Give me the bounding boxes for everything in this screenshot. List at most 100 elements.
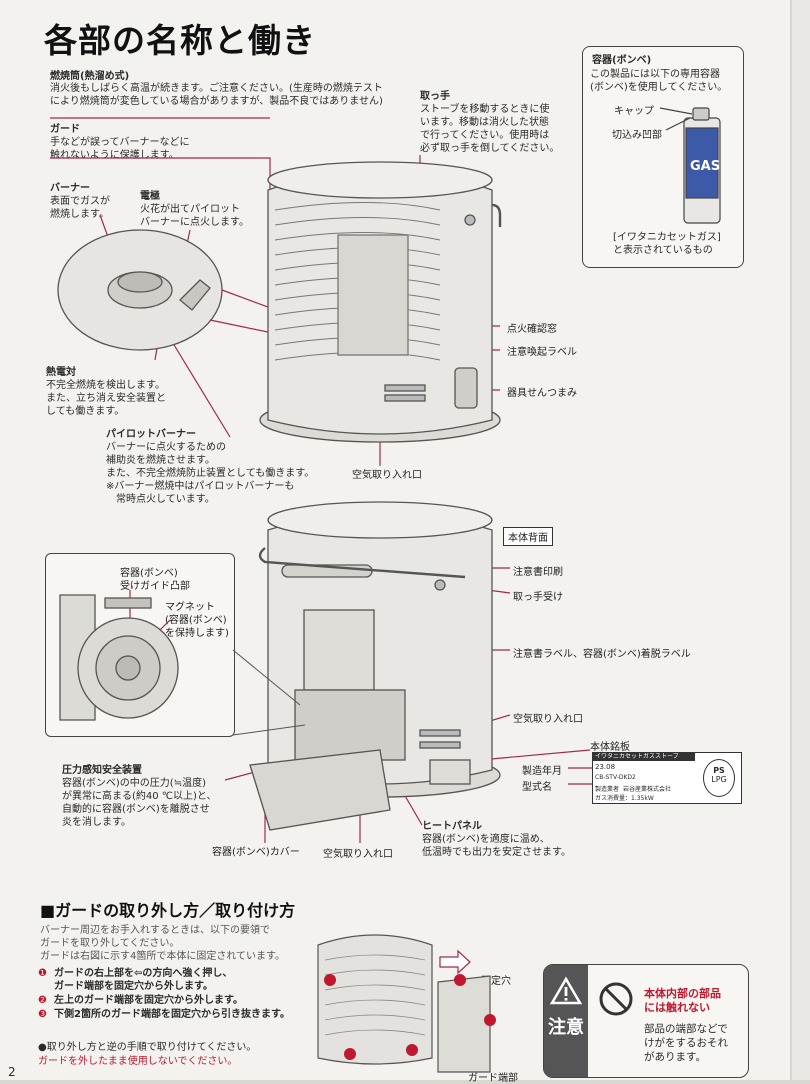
air-intake-back-label: 空気取り入れ口 [513,714,583,725]
container-footer: [イワタニカセットガス] [613,232,721,243]
warning-triangle-icon [549,976,583,1005]
electrode-text: バーナーに点火します。 [140,217,249,228]
back-view-badge: 本体背面 [503,527,553,546]
magnet-label-1: マグネット [165,602,215,613]
lpg-mark-text: LPG [711,775,727,784]
guard-intro: ガードは右図に示す4箇所で本体に固定されています。 [40,951,286,962]
step-num-3: ❸ [38,1009,47,1020]
caution-label: 注意 [548,1017,584,1038]
magnet-label-2: (容器(ボンベ) [165,615,227,626]
guard-heading: ガード [50,124,80,135]
handle-text: で行ってください。使用時は [420,130,550,141]
step-text-1b: ガード端部を固定穴から外します。 [54,981,213,992]
air-intake-front-label: 空気取り入れ口 [352,470,422,481]
guard-text: 手などが誤ってバーナーなどに [50,137,190,148]
burner-text: 表面でガスが [50,196,110,207]
burner-text: 燃焼します。 [50,209,109,220]
guard-section-title: ■ガードの取り外し方／取り付け方 [40,901,296,920]
container-info-box [582,46,744,268]
combustion-cylinder-text: 消火後もしばらく高温が続きます。ご注意ください。(生産時の燃焼テスト [50,83,383,94]
heat-panel-heading: ヒートパネル [422,821,482,832]
manufacture-label: 製造年月 [522,766,562,777]
step-num-2: ❷ [38,995,47,1006]
pilot-burner-heading: パイロットバーナー [106,429,196,440]
fixing-hole-label: 固定穴 [481,976,511,987]
handle-text: ストーブを移動するときに使 [420,104,550,115]
pressure-safety-text: が異常に高まる(約40 ℃以上)と、 [62,791,217,802]
pressure-safety-text: 容器(ボンベ)の中の圧力(≒温度) [62,778,206,789]
pilot-burner-text: また、不完全燃焼防止装置としても働きます。 [106,468,315,479]
front-heater-drawing [259,161,502,443]
container-heading: 容器(ボンベ) [592,55,652,66]
nameplate-label: 本体銘板 [590,742,630,753]
pressure-safety-text: 自動的に容器(ボンベ)を離脱させ [62,804,210,815]
pilot-burner-text: 常時点火しています。 [106,494,215,505]
notch-label: 切込み凹部 [612,130,662,141]
model-label: 型式名 [522,782,552,793]
caution-side: 注意 [544,965,588,1077]
heat-panel-text: 低温時でも出力を安定させます。 [422,847,571,858]
ps-mark-text: PS [713,766,725,775]
thermocouple-text: また、立ち消え安全装置と [46,393,166,404]
caution-text: 部品の端部などで [644,1023,728,1035]
ps-lpg-mark: PS LPG [703,759,735,797]
container-cover-label: 容器(ボンベ)カバー [212,847,300,858]
guard-removal-drawing [317,934,491,1073]
guard-text: 触れないように保護します。 [50,150,179,161]
nameplate-consumption: ガス消費量：1.35kW [595,795,654,802]
prohibited-icon [599,982,633,1016]
electrode-text: 火花が出てパイロット [140,204,240,215]
nameplate-date: 23.08 [595,763,616,771]
step-num-1: ❶ [38,968,47,979]
handle-holder-label: 取っ手受け [513,592,563,603]
air-intake-bottom-label: 空気取り入れ口 [323,849,393,860]
guard-intro: ガードを取り外してください。 [40,938,180,949]
ignition-window-label: 点火確認窓 [507,324,557,335]
container-text: (ボンベ)を使用してください。 [590,82,728,93]
pilot-burner-text: バーナーに点火するための [106,442,226,453]
pressure-safety-text: 炎を消します。 [62,817,131,828]
step-text-2: 左上のガード端部を固定穴から外します。 [54,995,243,1006]
step-text-3: 下側2箇所のガード端部を固定穴から引き抜きます。 [54,1009,290,1020]
container-footer: と表示されているもの [613,245,713,256]
pressure-safety-heading: 圧力感知安全装置 [62,765,142,776]
pilot-burner-text: ※バーナー燃焼中はパイロットバーナーも [106,481,295,492]
caution-heading: 本体内部の部品 [644,987,721,1000]
thermocouple-heading: 熱電対 [46,367,76,378]
nameplate-model: CB-STV-DKD2 [595,774,636,781]
pilot-burner-text: 補助炎を燃焼させます。 [106,455,215,466]
guard-intro: バーナー周辺をお手入れするときは、以下の要領で [40,925,270,936]
caution-heading: には触れない [644,1001,710,1014]
container-text: この製品には以下の専用容器 [590,69,720,80]
back-heater-drawing [249,501,501,831]
page-title: 各部の名称と働き [44,21,316,60]
caution-label-label: 注意喚起ラベル [507,347,577,358]
handle-heading: 取っ手 [420,91,450,102]
handle-text: 必ず取っ手を倒してください。 [420,143,560,154]
cap-label: キャップ [614,106,654,117]
valve-knob-label: 器具せんつまみ [507,388,577,399]
guard-end-label: ガード端部 [468,1073,518,1084]
electrode-heading: 電極 [140,191,160,202]
nameplate: イワタニカセットガスストーブ 23.08 CB-STV-DKD2 製造業者 岩谷… [592,752,742,804]
combustion-cylinder-heading: 燃焼筒(熱溜め式) [50,71,130,82]
magnet-label-3: を保持します) [165,628,229,639]
manual-page: 各部の名称と働き 燃焼筒(熱溜め式) 消火後もしばらく高温が続きます。ご注意くだ… [0,0,790,1084]
caution-box: 注意 本体内部の部品 には触れない 部品の端部などで けがをするおそれ がありま… [543,964,749,1078]
thermocouple-text: 不完全燃焼を検出します。 [46,380,165,391]
nameplate-maker: 岩谷産業株式会社 [623,786,672,793]
nameplate-maker-col: 製造業者 [595,786,620,793]
reverse-note: ●取り外し方と逆の手順で取り付けてください。 [38,1042,257,1053]
handle-text: います。移動は消火した状態 [420,117,549,128]
heat-panel-text: 容器(ボンベ)を適度に温め、 [422,834,550,845]
step-markers [324,974,496,1060]
thermocouple-text: しても働きます。 [46,406,125,417]
step-text-1: ガードの右上部を⇦の方向へ強く押し、 [54,968,233,979]
guide-notch-label-1: 容器(ボンベ) [120,568,178,579]
caution-label-back-label: 注意書ラベル、容器(ボンベ)着脱ラベル [513,649,691,660]
caution-text: けがをするおそれ [644,1037,728,1049]
caution-print-label: 注意書印刷 [513,567,563,578]
burner-heading: バーナー [50,183,90,194]
nameplate-title: イワタニカセットガスストーブ [593,753,695,761]
guide-notch-label-2: 受けガイド凸部 [120,581,190,592]
